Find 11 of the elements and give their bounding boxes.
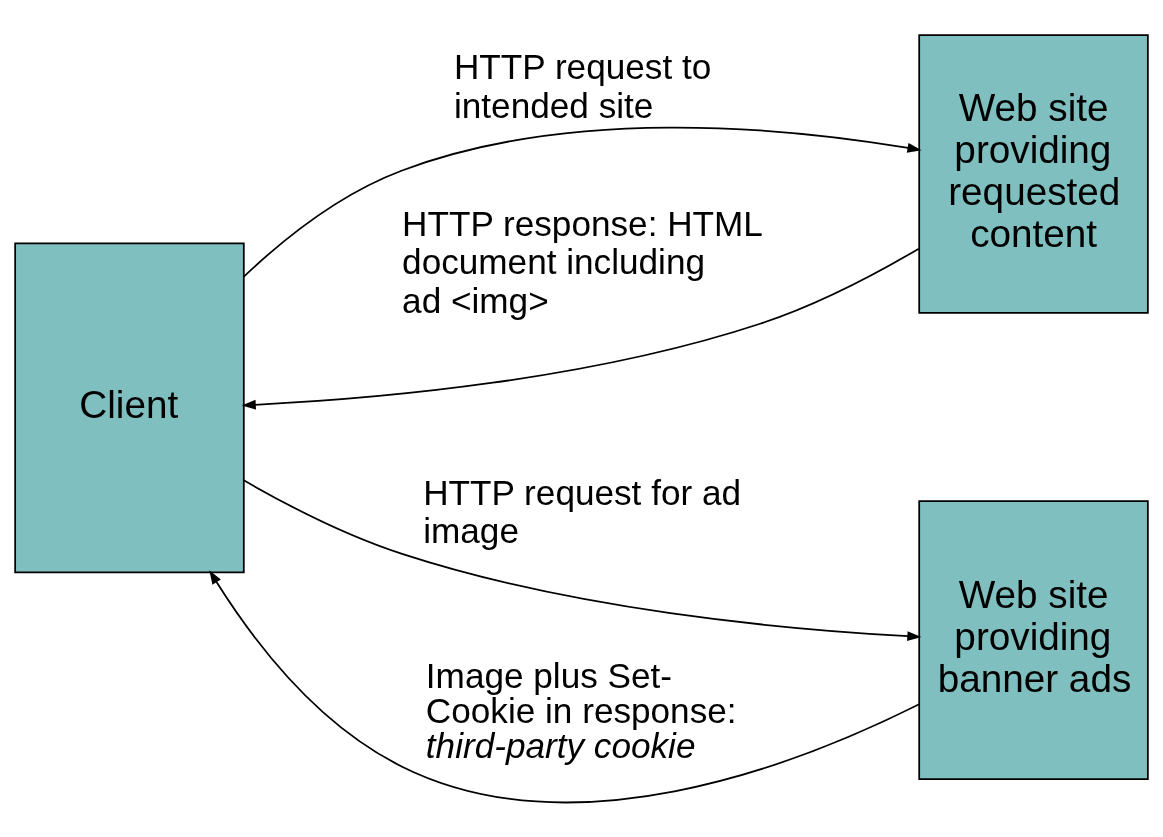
edge-label: Image plus Set-Cookie in response: third-party cookie bbox=[425, 655, 737, 765]
arrow bbox=[241, 247, 920, 410]
node-box: Client bbox=[14, 242, 245, 573]
arrow bbox=[243, 126, 922, 278]
arrow bbox=[209, 569, 921, 803]
node-box: Web site providing banner ads bbox=[918, 499, 1149, 780]
node-box: Web site providing requested content bbox=[918, 33, 1149, 314]
edge-label: HTTP request for ad image bbox=[423, 472, 742, 550]
edge-label: HTTP request to intended site bbox=[453, 46, 712, 125]
arrow bbox=[242, 478, 922, 641]
edge-label: HTTP response: HTML document including ad <img> bbox=[402, 203, 763, 320]
